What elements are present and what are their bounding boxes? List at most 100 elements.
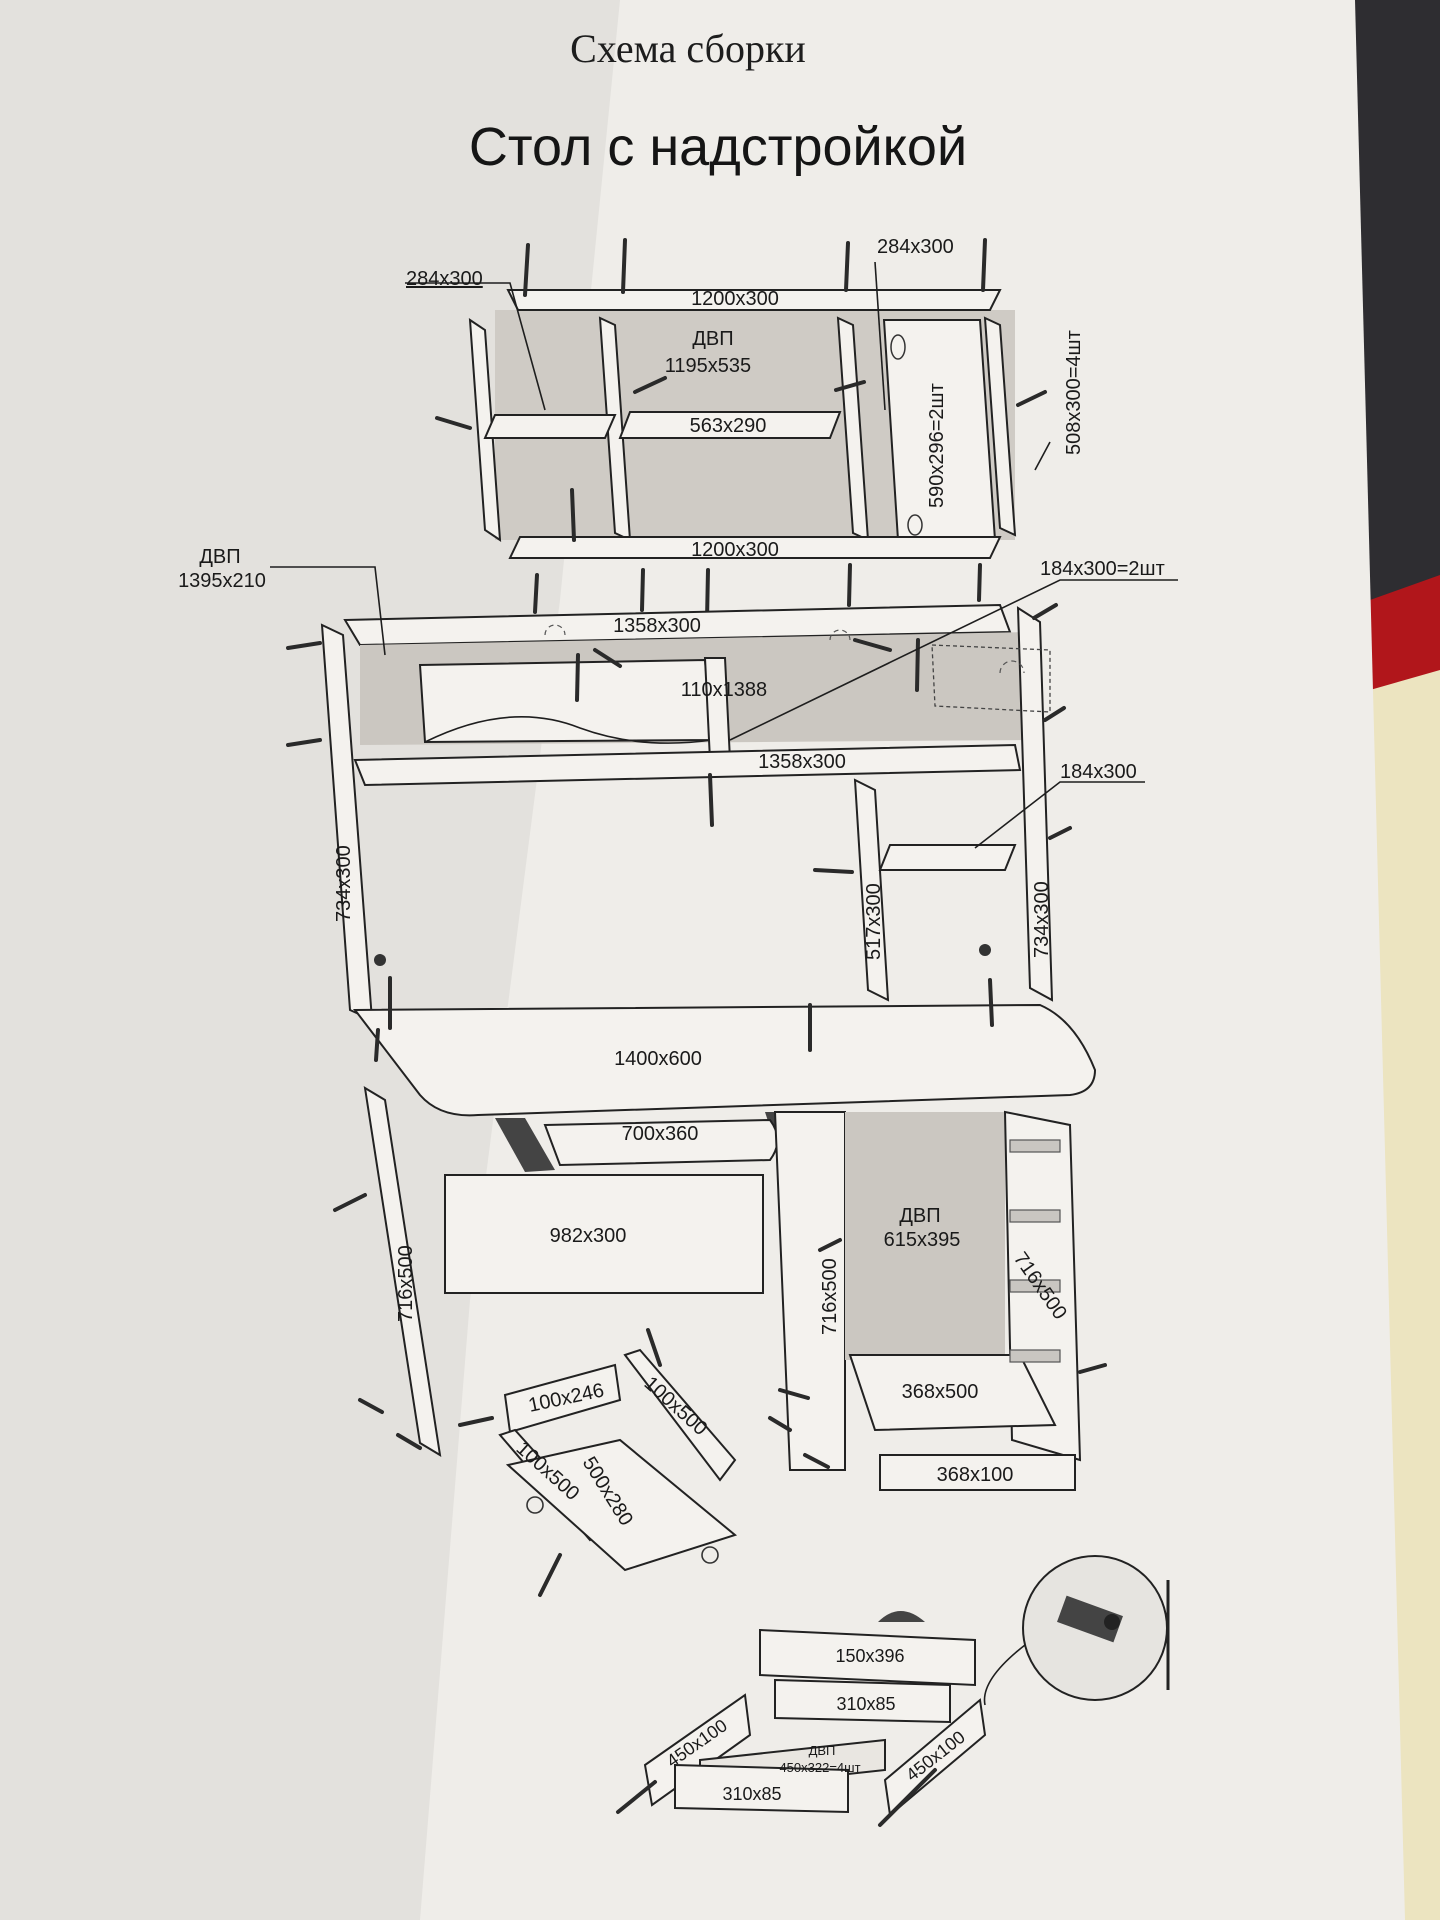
screw-icon	[533, 573, 539, 614]
label-keyboard-tray: 700x360	[622, 1123, 699, 1145]
label-cross-rail: 110x1388	[681, 679, 767, 701]
screw-icon	[818, 1238, 842, 1252]
page-subtitle: Схема сборки	[570, 26, 806, 71]
mid-upright-517	[853, 778, 890, 1002]
hutch-screws	[435, 238, 1047, 622]
drawer-side-left	[643, 1693, 752, 1807]
label-dvp-top-name: ДВП	[692, 328, 733, 350]
label-small-shelves: 184x300=2шт	[1040, 558, 1165, 580]
left-leg-716	[363, 1086, 442, 1457]
hutch-right-side	[983, 316, 1017, 537]
label-board-1358-bottom: 1358x300	[758, 751, 846, 773]
label-pedestal-shelf: 368x500	[902, 1381, 979, 1403]
screw-icon	[878, 1768, 937, 1827]
front-panel-982	[444, 1174, 764, 1294]
label-lower-board: 1200x300	[691, 539, 779, 561]
hutch-hole-icon	[907, 514, 923, 536]
screw-icon	[286, 641, 322, 650]
leader-lines	[270, 261, 1178, 849]
screw-icon	[768, 1416, 792, 1432]
hutch-left-side	[468, 318, 502, 542]
screw-icon	[778, 1388, 810, 1400]
paper-shadow	[0, 0, 620, 1920]
board-1358-bottom	[353, 743, 1022, 787]
leader-top-right-shelf	[874, 261, 886, 411]
left-runner-icon	[495, 1118, 555, 1172]
screw-icon	[844, 241, 850, 292]
label-side-uprights: 508x300=4шт	[1063, 330, 1085, 455]
screw-icon	[333, 1193, 367, 1212]
label-pedestal-inner: 716x500	[819, 1258, 841, 1335]
label-dvp-pedestal-name: ДВП	[899, 1205, 940, 1227]
label-drawer-back: 310x85	[836, 1694, 895, 1714]
small-shelf-184	[878, 844, 1017, 871]
label-plinth: 368x100	[937, 1464, 1014, 1486]
screw-icon	[1016, 390, 1047, 407]
detail-runner-icon	[1057, 1595, 1123, 1643]
label-mid-upright: 517x300	[863, 883, 885, 960]
desk-top-1400	[352, 1003, 1097, 1117]
label-left-leg: 716x500	[395, 1245, 417, 1322]
pedestal-shelf-368	[848, 1354, 1057, 1432]
leader-dvp-left	[270, 566, 386, 656]
screw-icon	[593, 648, 622, 668]
plinth-368	[879, 1454, 1076, 1491]
screw-icon	[853, 638, 892, 652]
screw-icon	[813, 868, 854, 874]
screw-icon	[646, 1328, 662, 1367]
screw-icon	[358, 1398, 384, 1414]
label-dvp-top-size: 1195x535	[665, 355, 751, 377]
cross-rail-left	[418, 658, 714, 744]
screw-icon	[538, 1553, 562, 1597]
rail-curve	[424, 716, 713, 744]
screw-icon	[915, 638, 920, 692]
hutch-hole-icon	[890, 334, 906, 360]
leader-side-uprights	[1034, 441, 1051, 471]
cross-rail	[703, 657, 732, 761]
caster-icon	[526, 1496, 544, 1514]
small-shelf-ghost	[931, 644, 1051, 713]
pedestal-inner-716	[773, 1111, 846, 1471]
screw-icon	[286, 738, 322, 747]
label-small-shelf-right: 184x300	[1060, 761, 1137, 783]
screw-icon	[1043, 706, 1066, 722]
label-dvp-pedestal-size: 615x395	[884, 1229, 961, 1251]
hutch-middle-shelf	[618, 411, 842, 439]
label-right-side: 734x300	[1031, 881, 1053, 958]
screw-icon	[616, 1780, 657, 1814]
drawer-handle-icon	[878, 1611, 925, 1622]
screw-icon	[847, 563, 852, 607]
runner-icon	[1009, 1209, 1061, 1223]
screw-icon	[458, 1416, 494, 1427]
dowel-icon	[979, 944, 991, 956]
drawer-front-150x396	[759, 1628, 976, 1687]
runner-icon	[1009, 1139, 1061, 1153]
hutch-small-shelf	[483, 414, 617, 439]
label-dvp-left-size: 1395x210	[178, 570, 266, 592]
middle-frame	[320, 603, 1054, 1022]
screw-icon	[396, 1433, 422, 1450]
screw-icon	[621, 238, 627, 294]
label-drawer-bottom-size: 450x322=4шт	[779, 1760, 860, 1775]
screw-icon	[1032, 603, 1058, 620]
label-desk-top: 1400x600	[614, 1048, 702, 1070]
screw-icon	[640, 568, 645, 612]
label-dvp-left-name: ДВП	[199, 546, 240, 568]
screw-icon	[1078, 1363, 1107, 1374]
drawer-assembly	[616, 1555, 1170, 1827]
screw-icon	[803, 1453, 830, 1469]
screw-icon	[523, 243, 530, 297]
screw-icon	[1048, 826, 1072, 840]
screw-icon	[988, 978, 994, 1027]
label-drawer-inner: 310x85	[722, 1784, 781, 1804]
board-1358-top	[343, 603, 1012, 647]
label-middle-shelf: 563x290	[690, 415, 767, 437]
screw-icon	[374, 1028, 380, 1062]
stand-side-right	[623, 1348, 737, 1482]
hutch-lower-board	[508, 536, 1002, 559]
pedestal-dvp	[845, 1112, 1005, 1360]
leader-small-shelf-right	[974, 781, 1145, 849]
label-left-side: 734x300	[333, 845, 355, 922]
drawer-back-310x85	[774, 1678, 951, 1724]
